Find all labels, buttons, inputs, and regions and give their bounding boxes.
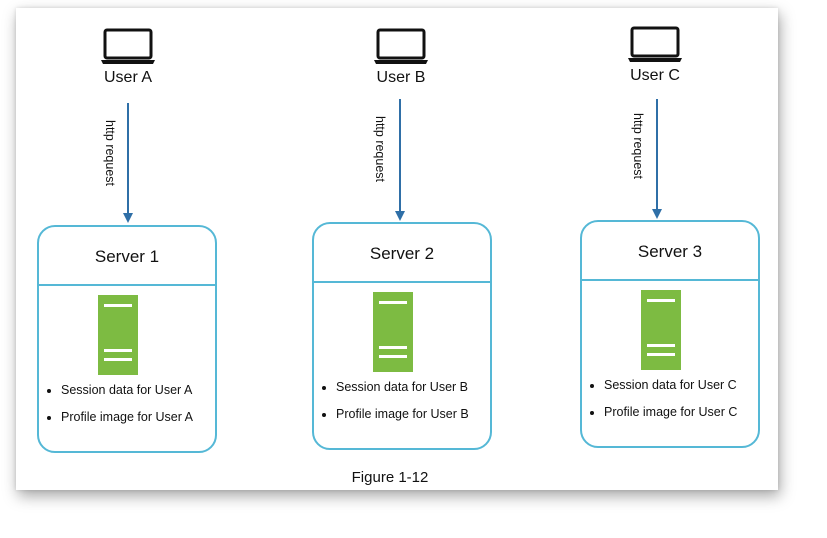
server-1: Server 1 Session data for User A Profile… [37,225,217,453]
user-a: User A [73,28,183,87]
server-data-list: Session data for User B Profile image fo… [318,380,490,434]
user-c: User C [600,26,710,85]
figure-caption: Figure 1-12 [351,469,429,486]
server-3: Server 3 Session data for User C Profile… [580,220,760,448]
server-title: Server 3 [637,242,703,261]
server-data-list: Session data for User A Profile image fo… [43,383,215,437]
http-request-label-a: http request [103,120,117,187]
list-item: Profile image for User A [61,410,215,424]
server-divider [582,279,758,281]
list-item: Profile image for User B [336,407,490,421]
server-divider [39,284,215,286]
server-title: Server 2 [369,244,435,263]
list-item: Session data for User A [61,383,215,397]
laptop-icon [101,28,155,64]
laptop-icon [628,26,682,62]
server-rack-icon [98,295,138,375]
http-request-label-b: http request [373,116,387,183]
server-title: Server 1 [94,247,160,266]
server-rack-icon [641,290,681,370]
user-label: User B [376,69,426,86]
server-divider [314,281,490,283]
http-request-label-c: http request [631,113,645,180]
server-2: Server 2 Session data for User B Profile… [312,222,492,450]
list-item: Profile image for User C [604,405,758,419]
user-b: User B [346,28,456,87]
user-label: User A [103,69,152,86]
laptop-icon [374,28,428,64]
server-rack-icon [373,292,413,372]
user-label: User C [630,67,680,84]
server-data-list: Session data for User C Profile image fo… [586,378,758,432]
list-item: Session data for User B [336,380,490,394]
list-item: Session data for User C [604,378,758,392]
